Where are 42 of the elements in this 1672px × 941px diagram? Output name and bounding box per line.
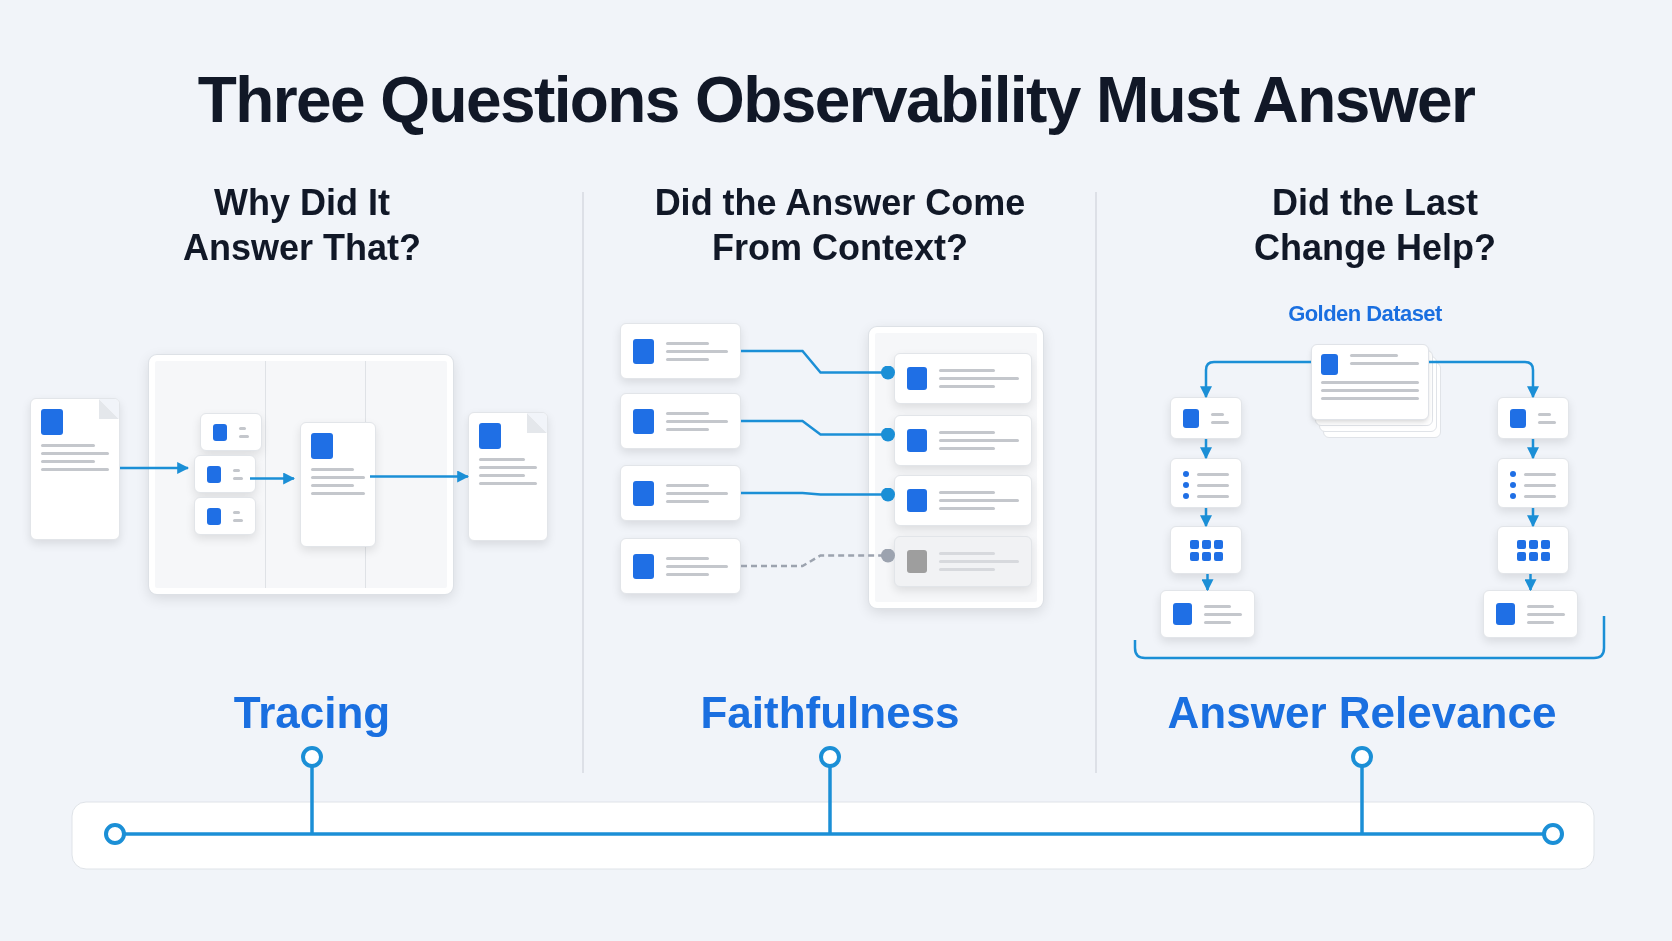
document-card [620, 393, 741, 449]
document-card [200, 413, 262, 451]
list-card [1170, 458, 1242, 508]
document-card [1483, 590, 1578, 638]
document-card [1170, 397, 1242, 439]
document-card [1160, 590, 1255, 638]
arrow [1200, 508, 1212, 528]
document-card [620, 538, 741, 594]
metric-label: Faithfulness [699, 686, 961, 739]
document-card [468, 412, 548, 541]
question-heading: Did the Last Change Help? [1253, 181, 1497, 270]
metric-label: Tracing [232, 686, 392, 739]
arrow [120, 462, 190, 474]
document-card [894, 475, 1032, 526]
document-card [620, 465, 741, 521]
metric-label: Answer Relevance [1166, 686, 1558, 739]
arrow [1200, 439, 1212, 460]
arrow [1524, 574, 1537, 592]
document-card [30, 398, 120, 540]
arrow [1200, 360, 1311, 399]
frame-panel [149, 355, 453, 594]
document-card [194, 455, 256, 493]
document-card [894, 536, 1032, 587]
question-heading: Did the Answer Come From Context? [653, 181, 1027, 270]
question-heading: Why Did It Answer That? [182, 181, 422, 270]
document-card [620, 323, 741, 379]
document-card [300, 422, 376, 547]
arrow [1201, 574, 1214, 592]
document-card [894, 415, 1032, 466]
arrow [1429, 360, 1539, 399]
grid-card [1497, 526, 1569, 574]
list-card [1497, 458, 1569, 508]
arrow [250, 472, 296, 485]
arrow [1527, 439, 1539, 460]
document-card [894, 353, 1032, 404]
dataset-heading: Golden Dataset [1287, 303, 1443, 325]
document-card [194, 497, 256, 535]
arrow [370, 470, 470, 483]
document-card [1497, 397, 1569, 439]
frame-panel [869, 327, 1043, 608]
grid-card [1170, 526, 1242, 574]
arrow [1527, 508, 1539, 528]
